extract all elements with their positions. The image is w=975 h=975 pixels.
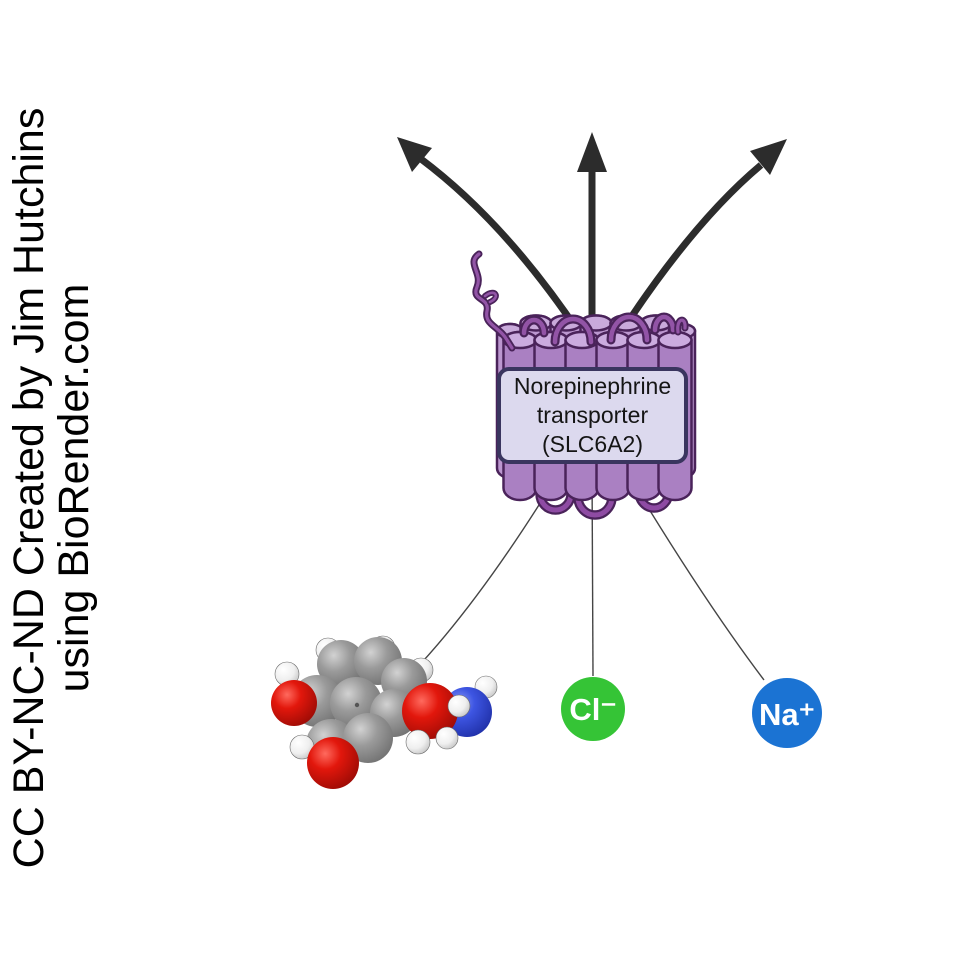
oxygen-atom — [271, 680, 317, 726]
transporter-label-line3: (SLC6A2) — [542, 431, 643, 457]
ring-center-dot — [354, 702, 360, 708]
chloride-circle — [561, 677, 625, 741]
credit-line2: using BioRender.com — [50, 283, 98, 693]
arrow-up-center-head — [577, 132, 607, 172]
top-loop-curl — [676, 318, 687, 334]
top-loop — [521, 317, 547, 336]
extracellular-loops — [519, 312, 689, 347]
top-loop — [552, 316, 594, 345]
transporter-label-line1: Norepinephrine — [513, 373, 672, 399]
sodium-ion: Na⁺ — [752, 678, 822, 748]
top-loop — [652, 314, 676, 333]
hydrogen-atom — [447, 694, 471, 718]
hydrogen-atom — [435, 726, 459, 750]
top-loop — [608, 314, 650, 343]
chloride-label: Cl⁻ — [569, 692, 616, 727]
arrow-up-left-shaft — [418, 156, 583, 336]
bottom-loop — [537, 493, 574, 513]
hydrogen-atom — [405, 729, 431, 755]
arrow-up-right-head — [750, 139, 787, 175]
credit-line1: CC BY-NC-ND Created by Jim Hutchins — [5, 107, 53, 869]
transporter-label-line2: transporter — [536, 402, 649, 428]
arrow-up-left-head — [397, 137, 432, 172]
n-terminal-tail — [470, 250, 516, 352]
helix-top — [657, 330, 693, 350]
norepinephrine-molecule — [271, 635, 498, 789]
efflux-arrows — [397, 132, 787, 430]
tail-strand — [472, 252, 514, 350]
bottom-loop — [575, 496, 615, 518]
chloride-ion: Cl⁻ — [561, 677, 625, 741]
leader-line-chloride — [591, 465, 594, 677]
sodium-circle — [752, 678, 822, 748]
transporter-label-box: Norepinephrine transporter (SLC6A2) — [497, 367, 688, 464]
carbon-atom — [317, 640, 365, 688]
sodium-label: Na⁺ — [759, 697, 815, 732]
arrow-up-right-shaft — [617, 162, 764, 336]
credit-text: CC BY-NC-ND Created by Jim Hutchins usin… — [5, 107, 98, 869]
tail-hook — [483, 291, 498, 304]
oxygen-atom — [307, 737, 359, 789]
oxygen-atom — [402, 683, 458, 739]
